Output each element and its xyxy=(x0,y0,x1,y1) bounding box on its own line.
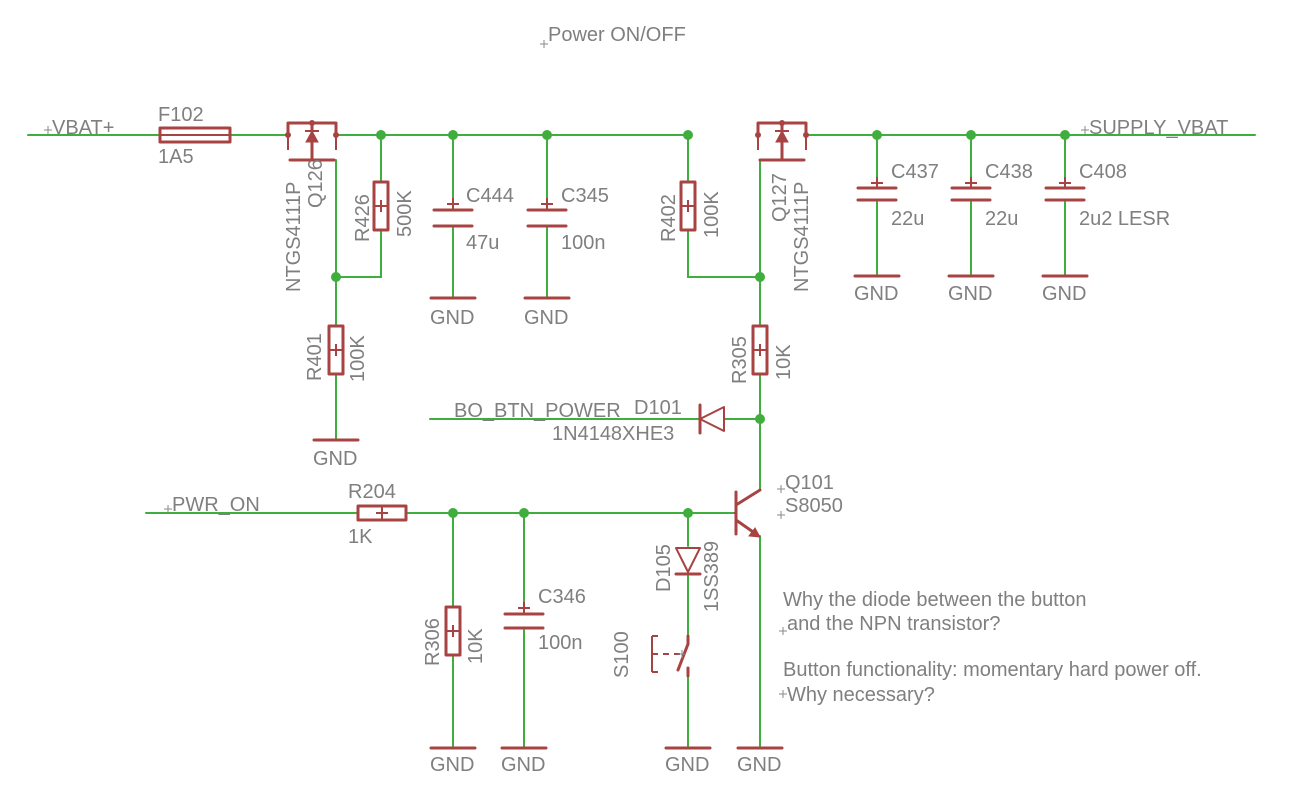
note-line-3: Button functionality: momentary hard pow… xyxy=(783,659,1202,681)
net-label-vbat: VBAT+ xyxy=(44,117,114,139)
mosfet-q127[interactable]: Q127 NTGS4111P xyxy=(755,120,814,293)
capacitor-c444[interactable]: C444 47u xyxy=(432,185,514,254)
svg-text:22u: 22u xyxy=(891,208,924,230)
svg-text:GND: GND xyxy=(524,307,568,329)
title-origin-mark xyxy=(540,40,548,48)
svg-text:R305: R305 xyxy=(729,336,751,384)
gnd-symbol-c345: GND xyxy=(523,296,571,329)
gnd-symbol-c438: GND xyxy=(947,274,995,305)
svg-text:C438: C438 xyxy=(985,161,1033,183)
svg-text:NTGS4111P: NTGS4111P xyxy=(791,182,813,292)
svg-text:Q126: Q126 xyxy=(305,159,327,208)
mosfet-q126[interactable]: Q126 NTGS4111P xyxy=(283,120,339,293)
capacitor-c346[interactable]: C346 100n xyxy=(503,586,586,654)
resistor-r306[interactable]: R306 10K xyxy=(422,605,487,666)
svg-text:R401: R401 xyxy=(304,333,326,381)
svg-text:GND: GND xyxy=(737,754,781,776)
resistor-r305[interactable]: R305 10K xyxy=(729,324,795,384)
svg-text:GND: GND xyxy=(1042,283,1086,305)
svg-text:C437: C437 xyxy=(891,161,939,183)
svg-text:R306: R306 xyxy=(422,618,444,666)
svg-text:1SS389: 1SS389 xyxy=(701,541,723,612)
resistor-r204[interactable]: R204 1K xyxy=(348,481,408,548)
gnd-symbol-c444: GND xyxy=(429,296,477,329)
svg-text:BO_BTN_POWER: BO_BTN_POWER xyxy=(454,400,621,422)
svg-text:S100: S100 xyxy=(611,631,633,678)
note-line-4: Why necessary? xyxy=(787,684,935,706)
junction-dots xyxy=(331,130,1070,518)
svg-text:1K: 1K xyxy=(348,526,373,548)
svg-text:GND: GND xyxy=(854,283,898,305)
svg-text:GND: GND xyxy=(313,448,357,470)
svg-text:10K: 10K xyxy=(465,628,487,664)
diode-d101[interactable]: D101 1N4148XHE3 xyxy=(552,397,725,445)
resistor-r401[interactable]: R401 100K xyxy=(304,324,369,382)
svg-text:Q101: Q101 xyxy=(785,472,834,494)
svg-text:1A5: 1A5 xyxy=(158,146,194,168)
note-line-1: Why the diode between the button xyxy=(783,589,1087,611)
diode-d105[interactable]: D105 1SS389 xyxy=(653,541,723,612)
svg-text:D105: D105 xyxy=(653,544,675,592)
design-notes: Why the diode between the button and the… xyxy=(779,589,1202,706)
switch-s100[interactable]: S100 xyxy=(611,631,690,678)
npn-transistor-q101[interactable]: Q101 S8050 xyxy=(734,472,843,538)
svg-text:10K: 10K xyxy=(773,344,795,380)
fuse-f102[interactable]: F102 1A5 xyxy=(158,104,232,168)
gnd-symbol-q101: GND xyxy=(736,746,784,776)
svg-text:C444: C444 xyxy=(466,185,514,207)
net-label-bo-btn-power: BO_BTN_POWER xyxy=(454,400,621,422)
svg-text:47u: 47u xyxy=(466,232,499,254)
svg-text:GND: GND xyxy=(430,307,474,329)
svg-text:NTGS4111P: NTGS4111P xyxy=(283,182,305,292)
svg-text:100n: 100n xyxy=(561,232,606,254)
svg-text:1N4148XHE3: 1N4148XHE3 xyxy=(552,423,674,445)
gnd-symbol-c408: GND xyxy=(1041,274,1089,305)
svg-text:SUPPLY_VBAT: SUPPLY_VBAT xyxy=(1089,117,1228,139)
svg-text:C345: C345 xyxy=(561,185,609,207)
capacitor-c408[interactable]: C408 2u2 LESR xyxy=(1044,161,1170,230)
note-line-2: and the NPN transistor? xyxy=(787,613,1000,635)
svg-text:S8050: S8050 xyxy=(785,495,843,517)
svg-text:VBAT+: VBAT+ xyxy=(52,117,114,139)
svg-text:D101: D101 xyxy=(634,397,682,419)
resistor-r426[interactable]: R426 500K xyxy=(352,180,416,242)
svg-text:GND: GND xyxy=(501,754,545,776)
net-label-pwr-on: PWR_ON xyxy=(164,494,260,516)
svg-text:Q127: Q127 xyxy=(769,173,791,222)
gnd-symbol-c346: GND xyxy=(500,746,548,776)
svg-text:22u: 22u xyxy=(985,208,1018,230)
svg-text:R204: R204 xyxy=(348,481,396,503)
capacitor-c438[interactable]: C438 22u xyxy=(950,161,1033,230)
capacitor-c437[interactable]: C437 22u xyxy=(856,161,939,230)
svg-text:F102: F102 xyxy=(158,104,204,126)
gnd-symbol-c437: GND xyxy=(853,274,901,305)
svg-text:C346: C346 xyxy=(538,586,586,608)
capacitor-c345[interactable]: C345 100n xyxy=(526,185,609,254)
svg-text:PWR_ON: PWR_ON xyxy=(172,494,260,516)
svg-text:2u2 LESR: 2u2 LESR xyxy=(1079,208,1170,230)
svg-text:GND: GND xyxy=(430,754,474,776)
resistor-r402[interactable]: R402 100K xyxy=(658,180,723,242)
svg-text:100K: 100K xyxy=(347,335,369,382)
svg-text:GND: GND xyxy=(948,283,992,305)
svg-text:R426: R426 xyxy=(352,194,374,242)
schematic-title: Power ON/OFF xyxy=(548,24,686,46)
svg-text:C408: C408 xyxy=(1079,161,1127,183)
svg-text:100n: 100n xyxy=(538,632,583,654)
svg-text:GND: GND xyxy=(665,754,709,776)
svg-text:100K: 100K xyxy=(701,191,723,238)
gnd-symbol-r306: GND xyxy=(429,746,477,776)
svg-text:R402: R402 xyxy=(658,194,680,242)
svg-text:500K: 500K xyxy=(394,190,416,237)
net-label-supply-vbat: SUPPLY_VBAT xyxy=(1081,117,1228,139)
gnd-symbol-s100: GND xyxy=(664,746,712,776)
gnd-symbol-r401: GND xyxy=(312,438,360,470)
